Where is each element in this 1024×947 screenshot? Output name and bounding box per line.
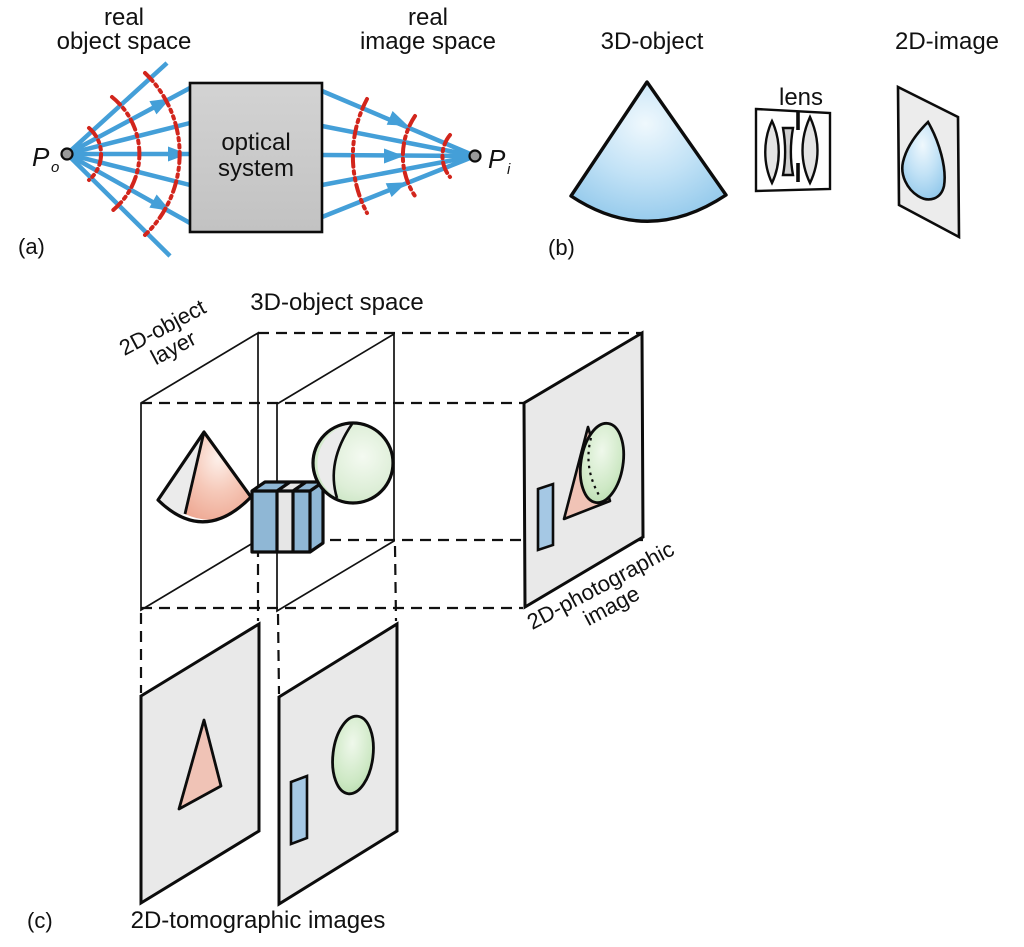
optical-system-box xyxy=(188,81,324,234)
cone-outline xyxy=(156,430,253,524)
lens-label: lens xyxy=(779,84,823,111)
wavefront-arc xyxy=(400,114,417,198)
object-point-subscript: o xyxy=(51,159,59,176)
object-wavefronts xyxy=(87,71,182,237)
cube-object xyxy=(250,480,325,554)
dashed-drop-line xyxy=(276,613,281,695)
cone-image-silhouette xyxy=(901,119,946,201)
lens-assembly xyxy=(754,107,832,193)
panel-c: 3D-object space 2D-object layer 2D-photo… xyxy=(27,289,678,934)
image-rays xyxy=(321,88,476,220)
real-image-space-label-line1: real xyxy=(408,4,448,31)
2d-tomographic-images-label: 2D-tomographic images xyxy=(131,907,386,934)
image-point-label: P xyxy=(488,144,506,174)
cube-front-right xyxy=(293,491,310,552)
lens-element-back xyxy=(801,114,819,186)
wavefront-arc xyxy=(440,133,452,179)
panel-b-letter: (b) xyxy=(548,235,575,260)
cone-object xyxy=(156,430,253,524)
tomo-sphere-slice xyxy=(331,714,375,796)
wavefront-arc xyxy=(143,71,182,237)
3d-object-space-label: 3D-object space xyxy=(250,289,423,316)
cube-top-stripe xyxy=(277,482,306,491)
cone-slice-edge xyxy=(183,431,206,515)
sphere-slice-edge xyxy=(332,423,354,499)
cone-3d-object xyxy=(569,80,728,223)
image-point xyxy=(468,149,482,163)
lens-element-front xyxy=(764,118,780,186)
light-ray xyxy=(66,151,191,188)
cube-side-face xyxy=(310,482,323,552)
object-rays xyxy=(65,61,192,258)
tomo-cone-slice xyxy=(177,718,223,811)
wavefront-arc xyxy=(87,126,104,182)
panel-b: 3D-object lens 2D-image (b) xyxy=(548,28,999,260)
real-image-space-label-line2: image space xyxy=(360,28,496,55)
cube-front-stripe xyxy=(277,491,293,552)
2d-object-layer-label: 2D-object layer xyxy=(115,294,210,370)
ray-arrowhead xyxy=(386,110,409,126)
ray-arrowhead xyxy=(384,148,404,164)
optical-system-label-line1: optical xyxy=(221,129,290,156)
panel-c-letter: (c) xyxy=(27,908,53,933)
tomographic-images xyxy=(139,621,399,907)
light-ray xyxy=(321,123,476,159)
real-object-space-label-line1: real xyxy=(104,4,144,31)
sphere-outline xyxy=(311,421,395,505)
photographic-image xyxy=(522,330,645,610)
2d-image-label: 2D-image xyxy=(895,28,999,55)
sphere-object xyxy=(311,421,395,505)
wavefront-arc xyxy=(350,97,369,215)
wavefront-arc xyxy=(110,95,142,213)
tomo-cube-slice xyxy=(289,774,309,846)
photo-hidden-edge xyxy=(587,437,601,498)
object-point xyxy=(60,147,74,161)
photo-sphere-image xyxy=(578,421,626,505)
real-object-space-label-line2: object space xyxy=(57,28,192,55)
photo-cube-image xyxy=(536,482,555,552)
image-wavefronts xyxy=(350,97,452,215)
cube-front-left xyxy=(252,491,277,552)
image-point-subscript: i xyxy=(507,161,511,178)
light-ray xyxy=(321,153,476,188)
light-ray xyxy=(66,120,191,157)
cone-back-section xyxy=(185,432,251,520)
object-point-label: P xyxy=(32,142,50,172)
optical-system-label-line2: system xyxy=(218,155,294,182)
ray-arrowhead xyxy=(385,182,408,198)
cone-front-sliver xyxy=(158,432,204,515)
3d-object-label: 3D-object xyxy=(601,28,704,55)
panel-a: real object space real image space xyxy=(18,4,511,259)
light-ray xyxy=(65,152,192,225)
cube-edges xyxy=(250,480,325,554)
ray-arrowhead xyxy=(149,194,171,211)
lens-element-middle xyxy=(781,126,795,177)
panel-a-letter: (a) xyxy=(18,234,45,259)
dashed-drop-line xyxy=(393,545,398,622)
